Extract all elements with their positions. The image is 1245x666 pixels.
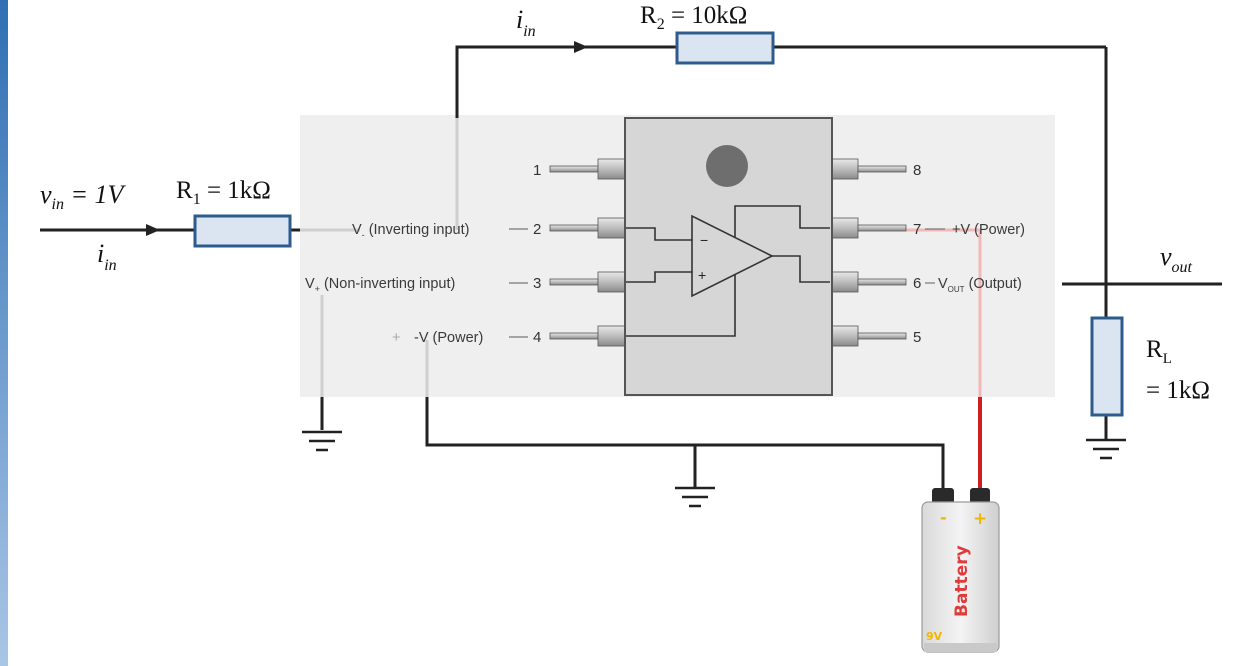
chip-pins-right xyxy=(829,158,907,347)
wires xyxy=(40,45,1222,490)
opamp-plus-sign: + xyxy=(698,267,706,283)
iin-left-label: iin xyxy=(97,239,117,274)
battery-voltage: 9V xyxy=(926,630,943,643)
resistor-rl xyxy=(1090,316,1124,417)
faded-wires xyxy=(300,118,459,397)
ground-center-icon xyxy=(675,486,715,508)
r1-label: R1 = 1kΩ xyxy=(176,177,271,208)
pin4-plus: + xyxy=(392,330,400,346)
faded-red-wires xyxy=(905,228,982,397)
vout-label: vout xyxy=(1160,242,1193,276)
pin-number-3: 3 xyxy=(533,275,541,292)
pin-number-5: 5 xyxy=(913,329,921,346)
iin-top-label: iin xyxy=(516,5,536,40)
pin-number-2: 2 xyxy=(533,221,541,238)
pin-number-7: 7 xyxy=(913,221,921,238)
ground-right-icon xyxy=(1086,438,1126,460)
pin4-label: -V (Power) xyxy=(414,330,483,346)
r2-label: R2 = 10kΩ xyxy=(640,2,747,33)
battery-minus: - xyxy=(940,508,947,527)
vin-label: vin = 1V xyxy=(40,180,127,213)
pin-leaders xyxy=(509,228,945,338)
rl-value: = 1kΩ xyxy=(1146,377,1210,404)
battery-plus: + xyxy=(973,509,987,529)
pin-number-6: 6 xyxy=(913,275,921,292)
chip-notch-dot xyxy=(706,145,748,187)
pin-number-4: 4 xyxy=(533,329,541,346)
pin-number-8: 8 xyxy=(913,162,921,179)
resistor-r2 xyxy=(675,31,775,65)
opamp-triangle-icon xyxy=(691,214,774,298)
current-arrow-top xyxy=(574,41,588,53)
pin-number-1: 1 xyxy=(533,162,541,179)
battery-label: Battery xyxy=(952,545,972,617)
opamp-minus-sign: − xyxy=(700,232,708,248)
ground-left-icon xyxy=(302,430,342,452)
pin6-label: VOUT (Output) xyxy=(938,276,1022,294)
rl-label: RL xyxy=(1146,336,1172,367)
battery-terminal-positive xyxy=(970,488,990,504)
pin2-label: V- (Inverting input) xyxy=(352,222,469,240)
opamp-chip: − + xyxy=(549,117,907,396)
battery-terminal-negative xyxy=(932,488,954,504)
resistor-r1 xyxy=(193,214,292,248)
battery: - + Battery 9V xyxy=(921,488,1000,653)
battery-band xyxy=(924,643,997,652)
pin7-label: +V (Power) xyxy=(952,222,1025,238)
pin3-label: V+ (Non-inverting input) xyxy=(305,276,455,294)
chip-pins-left xyxy=(549,158,627,347)
chip-internal-wiring xyxy=(626,205,830,337)
current-arrow-left xyxy=(146,224,160,236)
side-accent-bar xyxy=(0,0,8,666)
